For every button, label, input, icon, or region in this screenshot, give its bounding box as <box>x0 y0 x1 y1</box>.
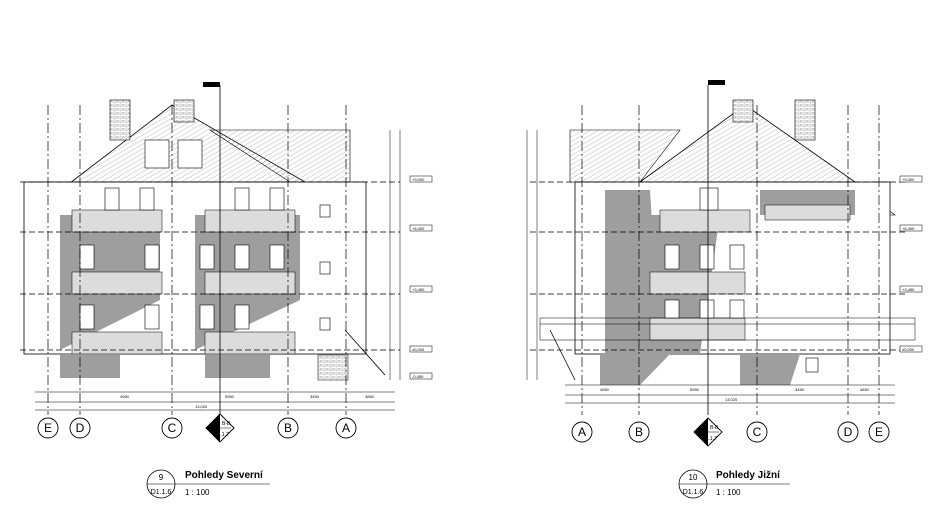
north-level-lines <box>20 181 400 351</box>
north-section-name: B-B <box>222 421 231 427</box>
south-shadow-4 <box>600 354 670 385</box>
south-axis-lines <box>581 105 880 415</box>
south-view-scale: 1 : 100 <box>716 488 741 497</box>
north-dim-1: 4950 <box>120 394 130 399</box>
south-level-1: +6,400 <box>902 226 915 231</box>
svg-text:D: D <box>76 421 85 435</box>
svg-text:A: A <box>342 421 350 435</box>
north-level-4: -0,450 <box>412 374 424 379</box>
south-dim-2: 5950 <box>690 387 700 392</box>
north-level-tags: +9,000 +6,400 +3,450 ±0,000 -0,450 <box>409 175 433 380</box>
north-chimney-left <box>109 99 131 141</box>
north-dim-texts: 13,020 4950 5950 3450 4650 <box>120 394 375 409</box>
north-dim-2: 5950 <box>225 394 235 399</box>
svg-text:A: A <box>578 425 586 439</box>
south-balconies <box>649 204 851 341</box>
north-section-marker: B-B D1.1.7 <box>205 413 235 443</box>
north-stair <box>344 329 386 376</box>
north-vert-dims <box>389 130 401 380</box>
south-axis-bubble-4: E <box>868 421 890 443</box>
svg-text:C: C <box>753 425 762 439</box>
south-chimney-right <box>794 99 816 141</box>
north-axis-bubble-2: C <box>161 417 183 439</box>
north-view-sheet: D1.1.6 <box>151 489 172 496</box>
svg-text:B: B <box>284 421 292 435</box>
south-dim-texts: 13,020 4950 5950 3450 4650 <box>600 387 870 402</box>
south-axis-bubble-1: B <box>628 421 650 443</box>
south-dim-4: 4650 <box>860 387 870 392</box>
north-view-title: Pohledy Severní <box>185 470 264 481</box>
south-elevation: +9,000 +6,400 +3,450 ±0,000 13,020 4950 … <box>526 80 923 499</box>
south-vert-dims <box>526 130 538 380</box>
south-stair <box>549 329 576 381</box>
north-dim-lines <box>35 391 395 411</box>
north-axis-bubble-0: E <box>37 417 59 439</box>
north-title-block: 9 D1.1.6 Pohledy Severní 1 : 100 <box>146 469 270 499</box>
north-axis-bubble-3: B <box>277 417 299 439</box>
south-windows <box>664 187 819 373</box>
south-level-0: +9,000 <box>902 177 915 182</box>
north-shadow-4 <box>205 355 270 378</box>
south-view-title: Pohledy Jižní <box>716 470 781 481</box>
south-dim-lines <box>565 384 895 404</box>
south-shadow-1 <box>605 190 660 354</box>
north-dim-3: 3450 <box>310 394 320 399</box>
south-dim-0: 13,020 <box>725 397 738 402</box>
north-windows <box>79 139 331 331</box>
north-dim-0: 13,020 <box>195 404 208 409</box>
south-axis-bubble-2: C <box>746 421 768 443</box>
south-section-marker: B-B D1.1.7 <box>693 417 723 447</box>
svg-text:E: E <box>44 421 52 435</box>
south-axis-bubble-3: D <box>837 421 859 443</box>
south-section-flag <box>708 80 725 85</box>
south-level-2: +3,450 <box>902 287 915 292</box>
svg-text:E: E <box>875 425 883 439</box>
south-title-block: 10 D1.1.6 Pohledy Jižní 1 : 100 <box>678 469 790 499</box>
south-shadow-5 <box>740 354 800 385</box>
north-level-2: +3,450 <box>412 287 425 292</box>
svg-text:B: B <box>635 425 643 439</box>
north-axis-bubble-1: D <box>69 417 91 439</box>
south-railing <box>539 317 916 341</box>
south-section-name: B-B <box>710 425 719 431</box>
north-balconies <box>71 209 296 355</box>
south-view-sheet: D1.1.6 <box>683 489 704 496</box>
north-view-scale: 1 : 100 <box>185 488 210 497</box>
svg-text:D: D <box>844 425 853 439</box>
north-view-number: 9 <box>159 473 164 482</box>
north-elevation: +9,000 +6,400 +3,450 ±0,000 -0,450 13,02… <box>20 82 433 499</box>
north-section-flag <box>203 82 220 87</box>
south-chimney-left <box>732 99 754 123</box>
north-chimney-right <box>173 99 195 123</box>
north-level-0: +9,000 <box>412 177 425 182</box>
south-dim-3: 3450 <box>795 387 805 392</box>
south-level-3: ±0,000 <box>902 347 915 352</box>
south-view-number: 10 <box>689 473 698 482</box>
south-section-sheet: D1.1.7 <box>702 436 717 442</box>
south-level-tags: +9,000 +6,400 +3,450 ±0,000 <box>899 175 923 353</box>
north-section-sheet: D1.1.7 <box>214 432 229 438</box>
north-axis-lines <box>47 105 347 415</box>
north-level-1: +6,400 <box>412 226 425 231</box>
north-level-3: ±0,000 <box>412 347 425 352</box>
north-shadow-3 <box>60 355 120 378</box>
svg-text:C: C <box>168 421 177 435</box>
north-stair-block <box>317 354 349 381</box>
south-dim-1: 4950 <box>600 387 610 392</box>
south-axis-bubble-0: A <box>571 421 593 443</box>
north-axis-bubble-4: A <box>335 417 357 439</box>
north-dim-4: 4650 <box>365 394 375 399</box>
